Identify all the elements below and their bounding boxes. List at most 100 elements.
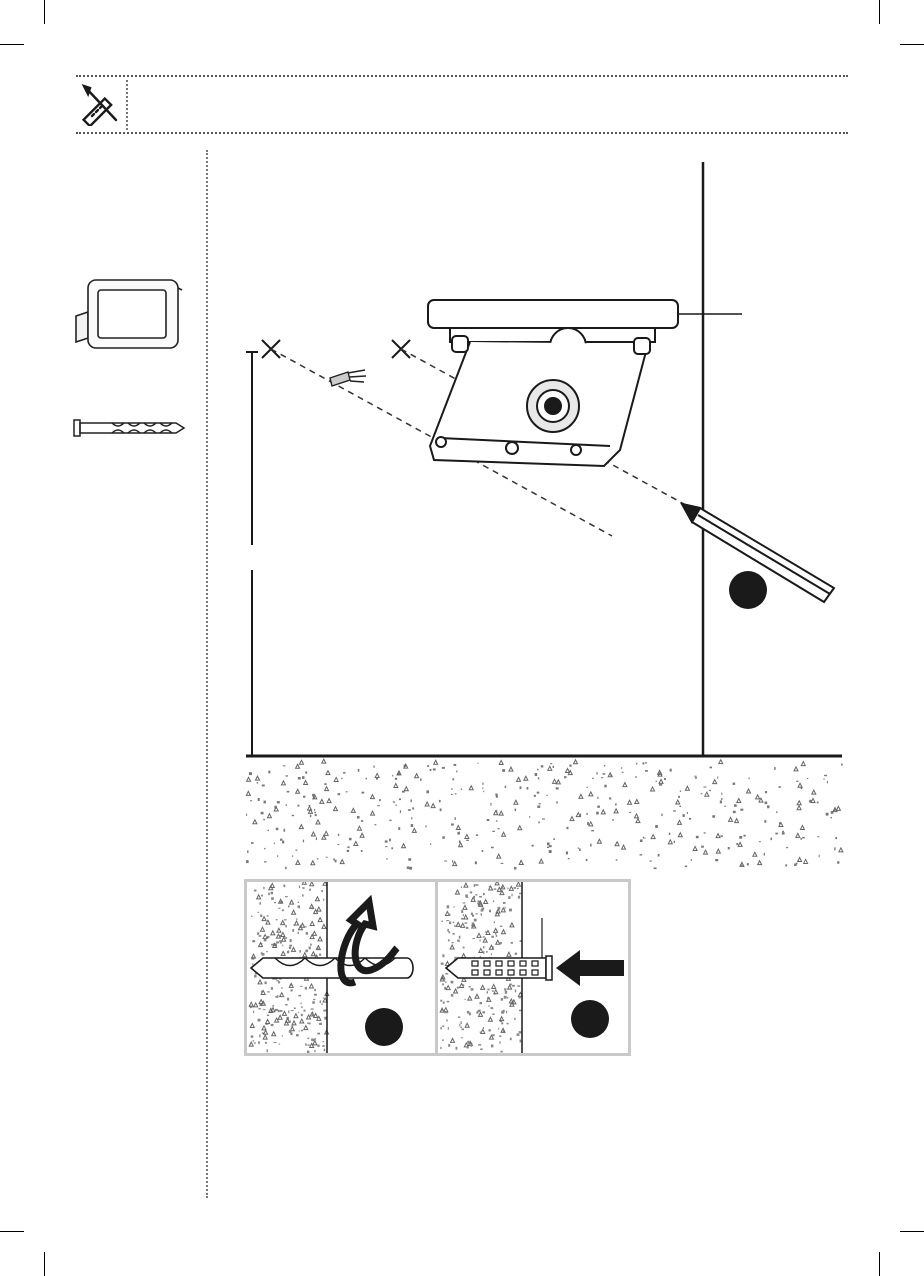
texture-speck — [246, 791, 250, 795]
texture-speck — [801, 762, 805, 766]
header-top-rule — [76, 75, 848, 77]
texture-speck — [411, 799, 412, 802]
crop-mark-bottom-left-v — [44, 1252, 45, 1276]
texture-speck — [481, 1030, 485, 1034]
texture-speck — [776, 811, 777, 813]
parts-column-divider — [206, 150, 208, 1198]
texture-speck — [472, 922, 475, 924]
texture-speck — [482, 1011, 485, 1013]
texture-speck — [299, 886, 300, 888]
texture-speck — [713, 780, 717, 784]
texture-speck — [483, 946, 485, 948]
texture-speck — [425, 802, 429, 806]
texture-speck — [724, 806, 725, 807]
texture-speck — [323, 1041, 324, 1042]
texture-speck — [709, 790, 711, 791]
texture-speck — [453, 862, 457, 866]
texture-speck — [487, 819, 490, 821]
insert-plug-panel — [435, 879, 631, 1056]
texture-speck — [691, 859, 692, 861]
texture-speck — [490, 803, 491, 806]
texture-speck — [759, 841, 761, 842]
texture-speck — [253, 1040, 254, 1042]
push-arrow-icon — [556, 950, 624, 986]
texture-speck — [488, 1017, 492, 1021]
texture-speck — [514, 867, 516, 870]
texture-speck — [308, 1023, 310, 1025]
texture-speck — [472, 914, 474, 916]
texture-speck — [452, 933, 454, 935]
floodlight-on-bracket — [428, 300, 678, 466]
texture-speck — [420, 779, 422, 781]
texture-speck — [517, 777, 521, 781]
texture-speck — [294, 924, 296, 926]
texture-speck — [465, 1023, 469, 1027]
texture-speck — [340, 860, 344, 864]
texture-speck — [477, 763, 478, 764]
texture-speck — [483, 951, 484, 953]
texture-speck — [658, 854, 660, 857]
texture-speck — [458, 1016, 460, 1017]
texture-speck — [338, 844, 340, 845]
texture-speck — [327, 799, 331, 803]
texture-speck — [479, 896, 482, 898]
texture-speck — [398, 827, 400, 830]
texture-speck — [357, 826, 361, 830]
texture-speck — [694, 776, 696, 777]
texture-speck — [283, 995, 284, 997]
texture-speck — [721, 798, 722, 800]
texture-speck — [333, 858, 334, 860]
texture-speck — [715, 859, 718, 861]
texture-speck — [644, 838, 646, 839]
texture-speck — [292, 855, 293, 856]
texture-speck — [604, 765, 605, 767]
texture-speck — [809, 800, 811, 803]
texture-speck — [705, 792, 709, 796]
texture-speck — [489, 945, 493, 949]
texture-speck — [586, 859, 588, 861]
texture-speck — [346, 791, 348, 792]
texture-speck — [316, 820, 320, 824]
texture-speck — [485, 931, 488, 932]
texture-speck — [519, 861, 523, 865]
texture-speck — [696, 836, 699, 838]
texture-speck — [474, 919, 477, 922]
texture-speck — [680, 791, 681, 792]
texture-speck — [267, 936, 269, 938]
texture-speck — [392, 775, 393, 777]
texture-speck — [267, 814, 271, 818]
texture-speck — [262, 953, 265, 956]
texture-speck — [753, 852, 757, 856]
texture-speck — [451, 981, 454, 984]
texture-speck — [431, 804, 435, 808]
texture-speck — [454, 989, 458, 993]
texture-speck — [812, 790, 816, 794]
texture-speck — [314, 989, 316, 991]
step-2-badge — [365, 1008, 403, 1046]
texture-speck — [301, 1014, 303, 1016]
texture-speck — [267, 915, 269, 916]
texture-speck — [400, 810, 401, 813]
texture-speck — [483, 791, 484, 792]
texture-speck — [739, 836, 742, 839]
texture-speck — [609, 797, 611, 799]
texture-speck — [488, 1029, 490, 1031]
texture-speck — [415, 774, 419, 778]
texture-speck — [264, 939, 267, 942]
texture-speck — [504, 988, 506, 990]
texture-speck — [448, 1044, 450, 1047]
texture-speck — [797, 806, 801, 810]
drill-bit-illustration — [247, 882, 435, 1053]
texture-speck — [538, 777, 540, 779]
texture-speck — [720, 800, 722, 803]
texture-speck — [283, 884, 285, 887]
texture-speck — [475, 994, 479, 998]
texture-speck — [311, 1008, 314, 1009]
texture-speck — [425, 825, 426, 827]
texture-speck — [578, 847, 579, 848]
texture-speck — [452, 942, 454, 943]
texture-speck — [411, 817, 412, 819]
texture-speck — [302, 887, 304, 889]
texture-speck — [313, 1039, 315, 1041]
header-bottom-rule — [76, 132, 848, 134]
